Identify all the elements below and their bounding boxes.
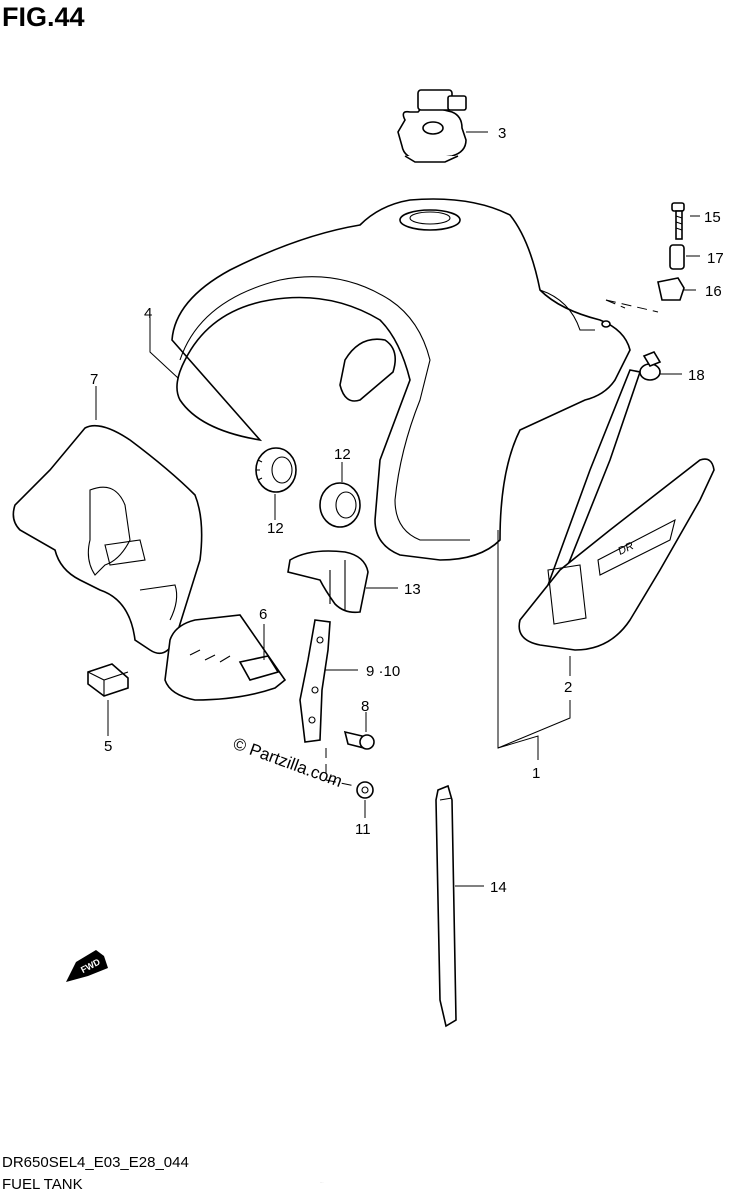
side-cover-left-part[interactable] (12, 424, 203, 655)
cushion-block-part[interactable] (87, 663, 129, 697)
bolt-15-part[interactable] (671, 202, 685, 240)
bracket-9-10-part[interactable] (299, 619, 331, 743)
tank-side-cover-part[interactable]: DR (518, 369, 715, 651)
figure-name: FUEL TANK (2, 1176, 83, 1193)
callout-6: 6 (259, 606, 267, 623)
callout-4: 4 (144, 305, 152, 322)
bolt-8-part[interactable] (343, 730, 375, 750)
callout-11: 11 (355, 821, 371, 838)
callout-14: 14 (490, 879, 507, 896)
leader-lines (95, 131, 700, 887)
tiny-mark: ... (320, 1180, 324, 1184)
model-code: DR650SEL4_E03_E28_044 (2, 1154, 189, 1171)
fuel-cap-part[interactable] (397, 89, 467, 163)
strap-14-part[interactable] (435, 784, 457, 1028)
callout-12a: 12 (267, 520, 284, 537)
callout-15: 15 (704, 209, 721, 226)
cushion-12b-part[interactable] (319, 482, 361, 528)
grommet-16-part[interactable] (657, 277, 685, 301)
callout-9-10: 9 ·10 (366, 663, 400, 680)
copyright-text: © Partzilla.com (231, 734, 345, 791)
callout-1: 1 (532, 765, 540, 782)
figure-title: FIG.44 (2, 2, 85, 32)
nut-11-part[interactable] (356, 781, 374, 799)
callout-7: 7 (90, 371, 98, 388)
cushion-18-part[interactable] (639, 351, 662, 381)
callout-3: 3 (498, 125, 506, 142)
collar-17-part[interactable] (669, 244, 685, 270)
heat-shield-plate-part[interactable] (164, 614, 287, 701)
callout-18: 18 (688, 367, 705, 384)
callout-17: 17 (707, 250, 724, 267)
callout-8: 8 (361, 698, 369, 715)
cushion-12a-part[interactable] (255, 447, 297, 493)
callout-5: 5 (104, 738, 112, 755)
fuel-tank-shell-part[interactable] (171, 198, 631, 561)
callout-13: 13 (404, 581, 421, 598)
fwd-arrow-icon: FWD (66, 950, 108, 982)
cushion-pad-13-part[interactable] (287, 550, 369, 614)
callout-2: 2 (564, 679, 572, 696)
callout-12b: 12 (334, 446, 351, 463)
callout-16: 16 (705, 283, 722, 300)
